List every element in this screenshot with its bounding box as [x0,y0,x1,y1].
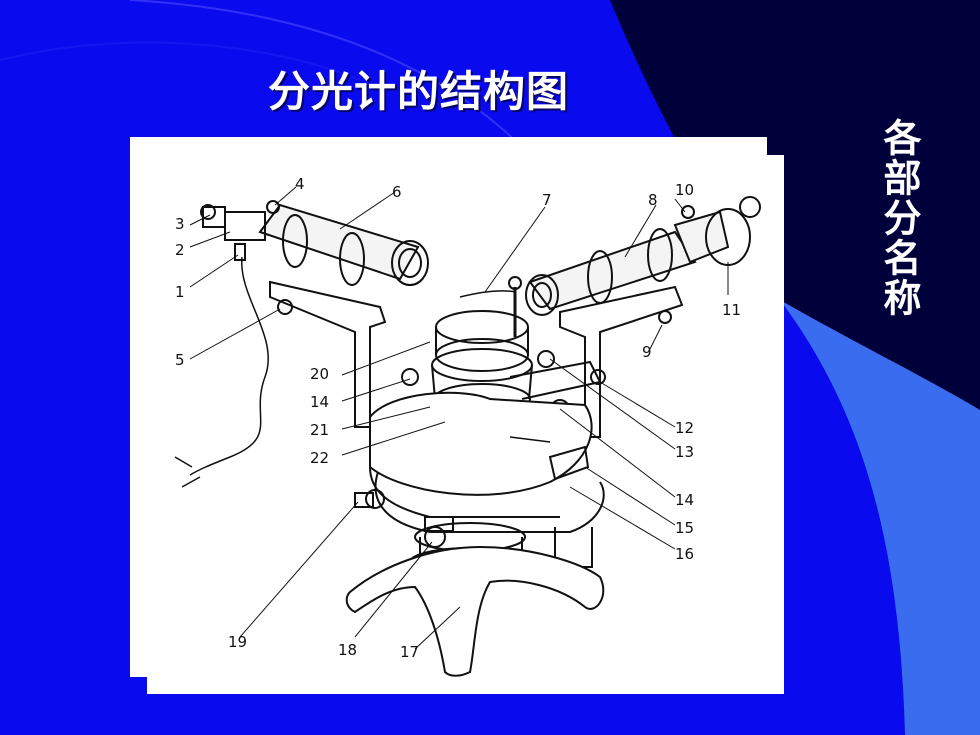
diagram-label-8: 8 [648,191,658,209]
diagram-label-3: 3 [175,215,185,233]
diagram-label-16: 16 [675,545,694,563]
diagram-label-18: 18 [338,641,357,659]
slide-title: 分光计的结构图 [268,67,570,116]
side-label: 各部分名称 [877,118,921,318]
diagram-label-17: 17 [400,643,419,661]
diagram-label-22: 22 [310,449,329,467]
spectrometer-diagram: 3 2 1 4 6 5 7 8 10 11 9 20 14 21 22 12 1… [174,175,761,677]
diagram-label-1: 1 [175,283,185,301]
diagram-label-15: 15 [675,519,694,537]
diagram-label-14-upper: 14 [310,393,329,411]
diagram-label-10: 10 [675,181,694,199]
diagram-label-9: 9 [642,343,652,361]
diagram-label-4: 4 [295,175,305,193]
diagram-label-2: 2 [175,241,185,259]
diagram-label-12: 12 [675,419,694,437]
diagram-label-7: 7 [542,191,552,209]
diagram-label-14-lower: 14 [675,491,694,509]
diagram-label-21: 21 [310,421,329,439]
diagram-label-13: 13 [675,443,694,461]
diagram-label-19: 19 [228,633,247,651]
diagram-label-11: 11 [722,301,741,319]
diagram-label-20: 20 [310,365,329,383]
diagram-label-6: 6 [392,183,402,201]
diagram-label-5: 5 [175,351,185,369]
